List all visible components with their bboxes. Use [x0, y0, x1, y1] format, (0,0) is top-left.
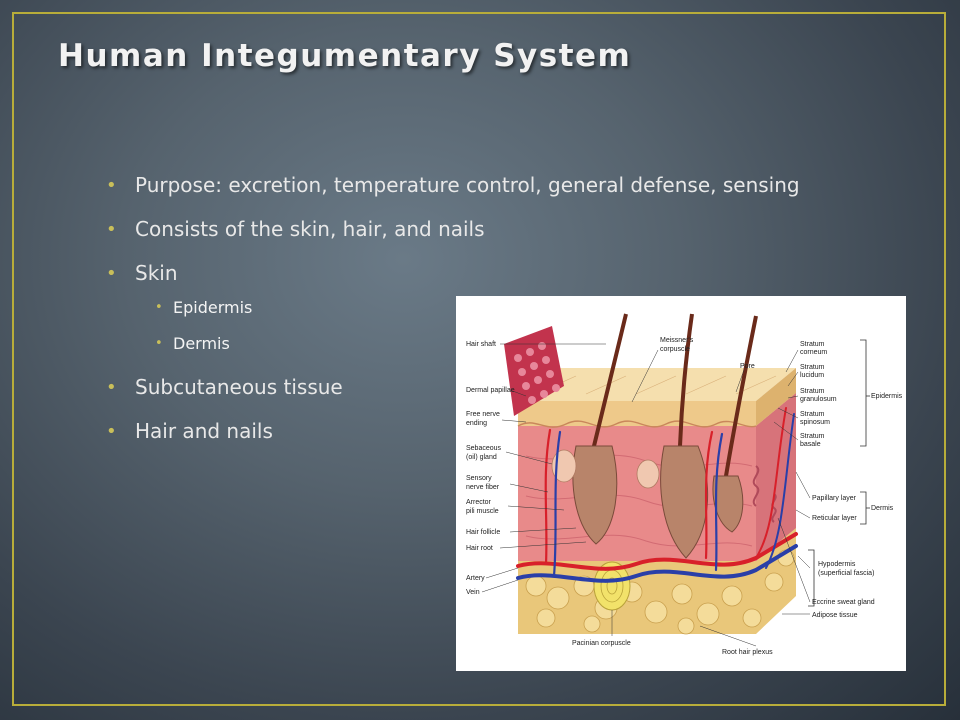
- epidermis-layer: [517, 368, 796, 428]
- label-lucidum-2: lucidum: [800, 372, 824, 379]
- label-sebaceous-2: (oil) gland: [466, 454, 497, 461]
- top-labels: Meissner's corpuscle Pore: [660, 337, 755, 370]
- skin-diagram: Hair shaft Dermal papillae Free nerve en…: [456, 296, 906, 671]
- label-hair-shaft: Hair shaft: [466, 341, 496, 348]
- skin-cross-section-illustration: Hair shaft Dermal papillae Free nerve en…: [466, 313, 903, 656]
- label-leader-lines: [481, 343, 811, 647]
- blood-vessels: [516, 407, 798, 583]
- label-sensory-2: nerve fiber: [466, 484, 500, 491]
- sub-bullet-dermis: Dermis: [140, 333, 895, 355]
- label-meissner-2: corpuscle: [660, 346, 690, 353]
- bullet-purpose: Purpose: excretion, temperature control,…: [105, 170, 895, 201]
- label-artery: Artery: [466, 575, 485, 582]
- label-pacinian-corpuscle: Pacinian corpuscle: [572, 640, 631, 647]
- bullet-skin: Skin: [105, 258, 895, 289]
- label-basale-1: Stratum: [800, 433, 825, 440]
- layer-brackets: [808, 339, 870, 607]
- label-free-nerve-1: Free nerve: [466, 411, 500, 418]
- label-hair-root: Hair root: [466, 545, 493, 552]
- bottom-labels: Pacinian corpuscle Root hair plexus: [572, 640, 773, 656]
- hair-follicles: [572, 313, 758, 559]
- label-sensory-1: Sensory: [466, 475, 492, 482]
- label-sebaceous-1: Sebaceous: [466, 445, 502, 452]
- label-basale-2: basale: [800, 441, 821, 448]
- label-granulosum-2: granulosum: [800, 396, 837, 403]
- label-lucidum-1: Stratum: [800, 364, 825, 371]
- label-meissner-1: Meissner's: [660, 337, 694, 344]
- bracket-labels: Epidermis Dermis: [871, 393, 903, 512]
- hypodermis-layer: [518, 528, 796, 635]
- bullet-subcutaneous: Subcutaneous tissue: [105, 372, 895, 403]
- label-corneum-2: corneum: [800, 349, 827, 356]
- label-spinosum-1: Stratum: [800, 411, 825, 418]
- label-epidermis: Epidermis: [871, 393, 903, 400]
- bullet-hair-nails: Hair and nails: [105, 416, 895, 447]
- label-free-nerve-2: ending: [466, 420, 487, 427]
- label-arrector-2: pili muscle: [466, 508, 499, 515]
- bullet-list: Purpose: excretion, temperature control,…: [105, 170, 895, 460]
- label-vein: Vein: [466, 589, 480, 596]
- sub-bullet-epidermis: Epidermis: [140, 297, 895, 319]
- label-root-hair-plexus: Root hair plexus: [722, 649, 773, 656]
- label-hypodermis-1: Hypodermis: [818, 561, 856, 568]
- label-eccrine-sweat-gland: Eccrine sweat gland: [812, 599, 875, 606]
- right-labels: Stratum corneum Stratum lucidum Stratum …: [800, 341, 875, 619]
- label-pore: Pore: [740, 363, 755, 370]
- label-papillary-layer: Papillary layer: [812, 495, 857, 502]
- label-granulosum-1: Stratum: [800, 388, 825, 395]
- label-hair-follicle: Hair follicle: [466, 529, 500, 536]
- label-corneum-1: Stratum: [800, 341, 825, 348]
- label-dermis: Dermis: [871, 505, 894, 512]
- label-adipose-tissue: Adipose tissue: [812, 612, 858, 619]
- label-hypodermis-2: (superficial fascia): [818, 570, 874, 577]
- sebaceous-glands: [551, 449, 660, 489]
- label-spinosum-2: spinosum: [800, 419, 830, 426]
- eccrine-sweat-glands: [752, 465, 777, 523]
- label-arrector-1: Arrector: [466, 499, 492, 506]
- label-dermal-papillae: Dermal papillae: [466, 387, 515, 394]
- bullet-consists: Consists of the skin, hair, and nails: [105, 214, 895, 245]
- slide-title: Human Integumentary System: [58, 38, 632, 74]
- label-reticular-layer: Reticular layer: [812, 515, 857, 522]
- left-labels: Hair shaft Dermal papillae Free nerve en…: [466, 341, 515, 596]
